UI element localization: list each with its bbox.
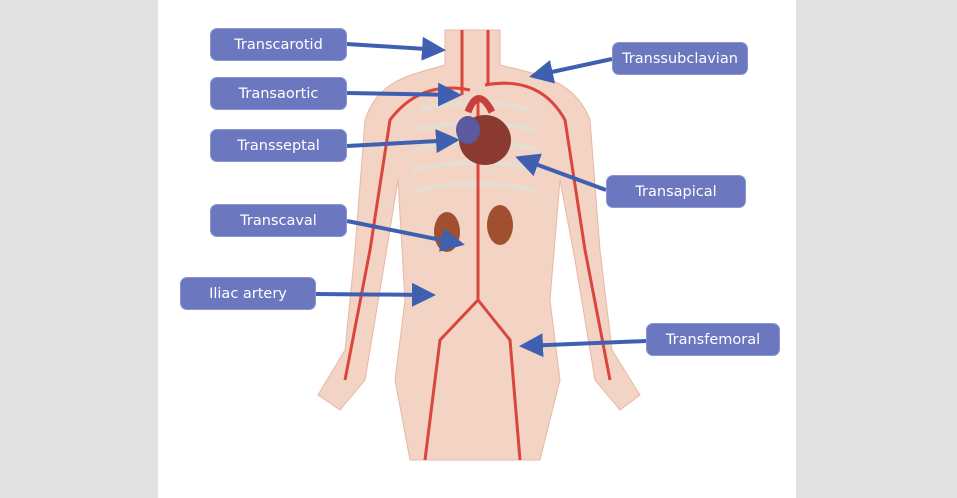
arrow-iliac — [315, 282, 436, 307]
heart — [456, 95, 511, 165]
arrow-transcarotid — [346, 36, 446, 61]
arrow-transapical — [515, 153, 607, 192]
label-transseptal: Transseptal — [210, 129, 347, 162]
label-transsubclavian: Transsubclavian — [612, 42, 748, 75]
label-transcarotid: Transcarotid — [210, 28, 347, 61]
arrow-transcaval — [346, 219, 465, 252]
label-transcaval: Transcaval — [210, 204, 347, 237]
arrow-transaortic — [346, 82, 462, 107]
pointer-arrows — [315, 36, 647, 358]
arrow-transseptal — [346, 129, 460, 154]
label-transaortic: Transaortic — [210, 77, 347, 110]
arrow-transfemoral — [519, 333, 647, 358]
label-transapical: Transapical — [606, 175, 746, 208]
arrow-transsubclavian — [529, 57, 613, 84]
label-transfemoral: Transfemoral — [646, 323, 780, 356]
label-iliac-artery: Iliac artery — [180, 277, 316, 310]
